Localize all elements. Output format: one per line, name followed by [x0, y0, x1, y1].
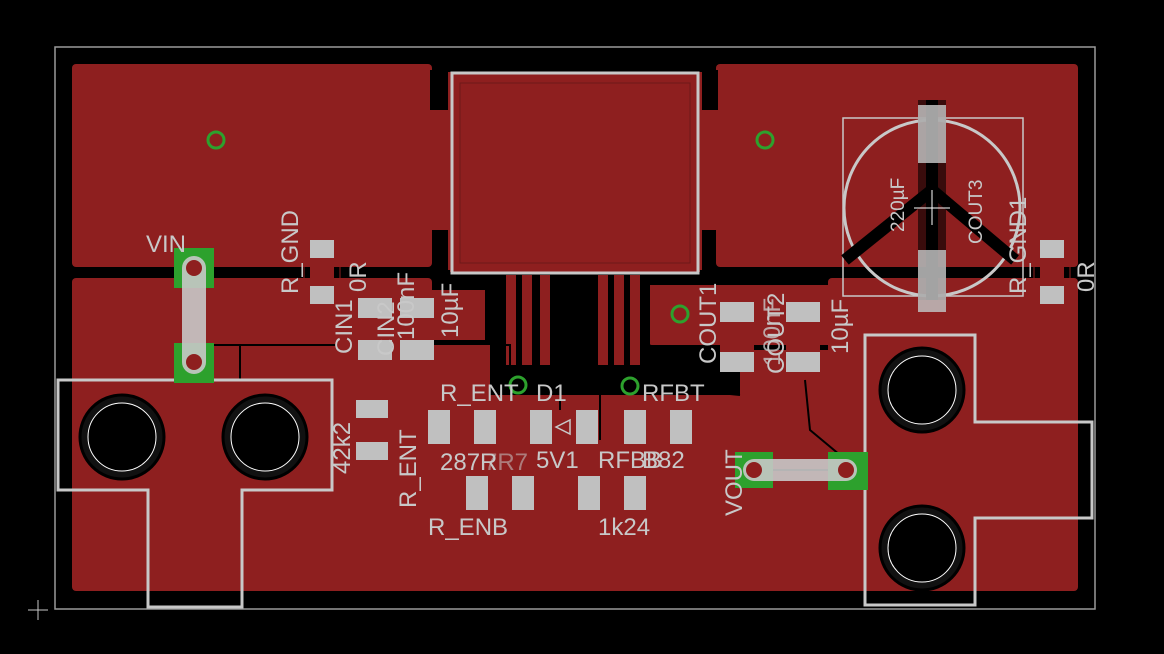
label-cout1: COUT1: [695, 283, 722, 364]
r-gnd-resistor[interactable]: [303, 231, 341, 315]
smd-components[interactable]: [303, 231, 1071, 510]
mount-hole-vin-right[interactable]: [221, 393, 309, 481]
label-cout1-value: 10µF: [827, 299, 854, 354]
rfbb-resistor[interactable]: [578, 476, 646, 510]
vin-jumper-wire[interactable]: [174, 248, 214, 383]
label-1k24: 1k24: [598, 514, 650, 541]
d1-zener-diode[interactable]: [530, 410, 598, 444]
label-r-ent: R_ENT: [395, 429, 422, 508]
label-d1: D1: [536, 380, 567, 407]
mount-hole-vout-bottom[interactable]: [878, 504, 966, 592]
label-rfbb: RFBB: [598, 447, 662, 474]
label-rfbt: RFBT: [642, 380, 705, 407]
mount-hole-vout-top[interactable]: [878, 346, 966, 434]
label-cout2-value: 100nF: [759, 298, 786, 366]
cout2-capacitor[interactable]: [786, 302, 820, 372]
vout-terminal-outline: [863, 333, 1094, 607]
label-cin1-value: 10µF: [437, 283, 464, 338]
r-gnd1-resistor[interactable]: [1033, 231, 1071, 315]
label-7r7: 7R7: [484, 449, 528, 476]
vin-terminal-outline: [56, 378, 334, 609]
label-cout3: COUT3: [966, 180, 987, 244]
board-outline: [54, 46, 1096, 610]
mount-hole-vin-left[interactable]: [78, 393, 166, 481]
cout3-capacitor[interactable]: [841, 100, 1024, 312]
label-220uf: 220µF: [888, 178, 909, 232]
label-cin2: CIN2: [373, 301, 400, 356]
label-cout2: COUT2: [763, 293, 790, 374]
ic-tab-inner: [459, 82, 691, 264]
label-r-enb: R_ENB: [428, 514, 508, 541]
origin-marker: [28, 600, 48, 620]
label-r-gnd1-value: 0R: [1073, 261, 1100, 292]
r-enb-resistor[interactable]: [466, 476, 534, 510]
label-r-gnd1: R_GND1: [1005, 197, 1032, 294]
label-287r: 287R: [440, 449, 497, 476]
cin1-capacitor[interactable]: [358, 298, 392, 360]
r-ent-top-resistor[interactable]: [428, 410, 496, 444]
copper-layer: [72, 64, 1078, 591]
label-r-ent-top: R_ENT: [440, 380, 519, 407]
isolation-gaps: [72, 70, 1078, 274]
label-r-gnd: R_GND: [277, 210, 304, 294]
label-b82: B82: [642, 447, 685, 474]
ic-tab-outline: [450, 71, 700, 275]
cout1-capacitor[interactable]: [720, 302, 754, 372]
cin2-capacitor[interactable]: [400, 298, 434, 360]
label-5v1: 5V1: [536, 447, 579, 474]
label-cin2-value: 100nF: [393, 272, 420, 340]
r-ent-resistor[interactable]: [356, 400, 388, 460]
label-cin1: CIN1: [331, 299, 358, 354]
label-vout: VOUT: [721, 449, 748, 516]
vout-jumper-wire[interactable]: [735, 452, 868, 490]
label-42k2: 42k2: [329, 422, 356, 474]
rfbt-resistor[interactable]: [624, 410, 692, 444]
label-vin: VIN: [146, 231, 186, 258]
vias: [206, 130, 775, 396]
label-r-gnd-value: 0R: [345, 261, 372, 292]
